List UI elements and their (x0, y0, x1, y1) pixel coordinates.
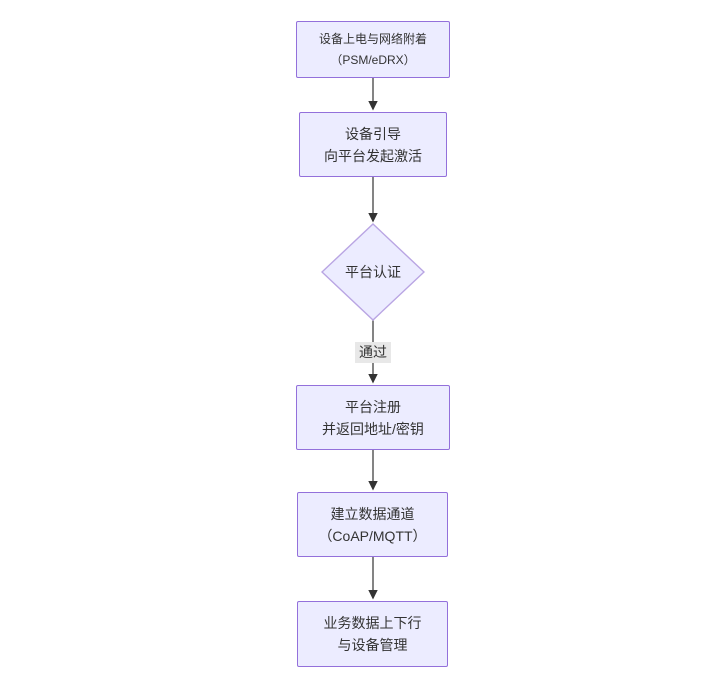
node-platform-register: 平台注册 并返回地址/密钥 (296, 385, 450, 450)
node-power-attach-line1: 设备上电与网络附着 (318, 31, 427, 46)
node-platform-auth-label: 平台认证 (345, 264, 401, 280)
node-bootstrap-activate: 设备引导 向平台发起激活 (299, 112, 447, 177)
node-power-attach-line2: （PSM/eDRX） (330, 52, 416, 67)
node-power-attach: 设备上电与网络附着 （PSM/eDRX） (296, 21, 450, 78)
node-platform-register-line2: 并返回地址/密钥 (322, 420, 424, 437)
node-platform-auth-shape (321, 223, 425, 321)
node-business-data: 业务数据上下行 与设备管理 (297, 601, 448, 667)
edge-label-pass: 通过 (355, 342, 391, 363)
node-data-channel-line1: 建立数据通道 (330, 505, 415, 522)
node-bootstrap-activate-line1: 设备引导 (345, 125, 401, 142)
node-data-channel: 建立数据通道 （CoAP/MQTT） (297, 492, 448, 557)
node-business-data-line1: 业务数据上下行 (323, 615, 422, 631)
node-platform-auth: 平台认证 (321, 223, 425, 321)
diamond-icon (321, 223, 425, 321)
node-platform-register-line1: 平台注册 (345, 398, 401, 415)
node-data-channel-line2: （CoAP/MQTT） (318, 527, 427, 544)
node-business-data-line2: 与设备管理 (337, 637, 408, 653)
node-bootstrap-activate-line2: 向平台发起激活 (324, 147, 422, 164)
